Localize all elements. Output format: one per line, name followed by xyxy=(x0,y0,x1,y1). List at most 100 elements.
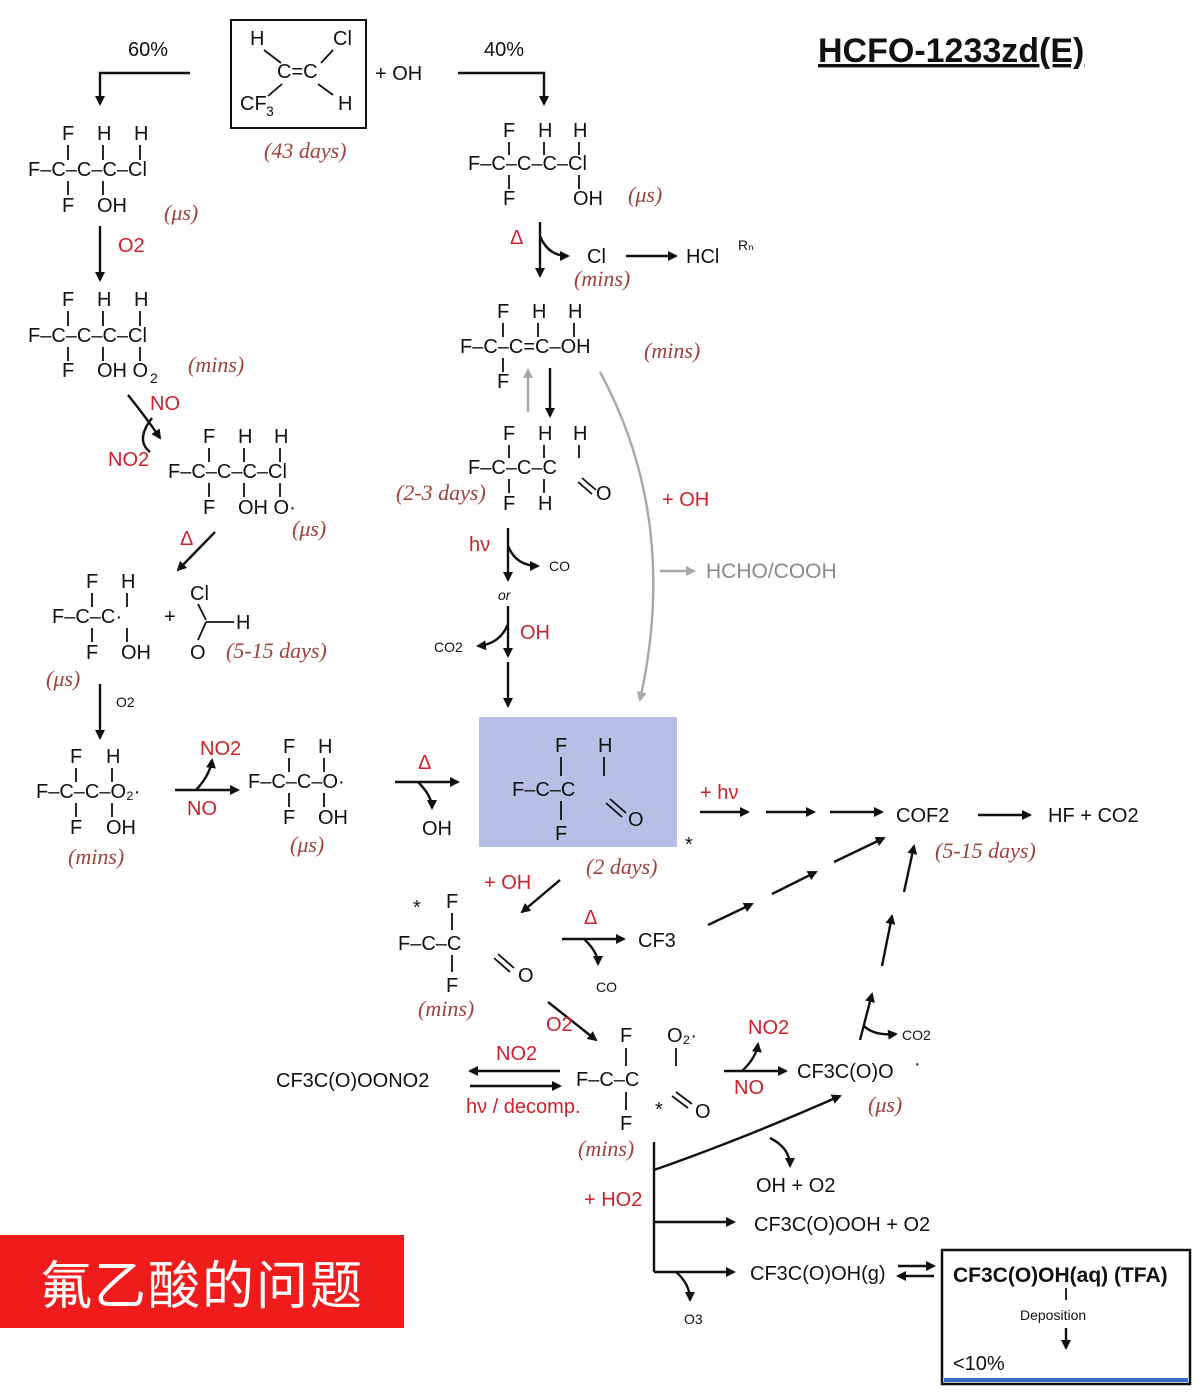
svg-text:F: F xyxy=(70,817,82,839)
svg-text:H: H xyxy=(538,120,552,142)
tfa-box-baseline xyxy=(944,1378,1188,1382)
reagent-o3: O3 xyxy=(684,1311,703,1327)
reagent-no2-left-2: NO2 xyxy=(200,738,241,760)
lifetime-right-4: (2-3 days) xyxy=(396,480,486,505)
acylperoxy-radical: F O₂· F–C–C F O * xyxy=(576,1025,711,1135)
svg-text:F: F xyxy=(62,123,74,145)
svg-text:F: F xyxy=(446,891,458,913)
lifetime-right-3: (mins) xyxy=(644,338,700,363)
arrow-ho2-to-cf3coo xyxy=(653,1094,842,1172)
tfa-fraction: <10% xyxy=(953,1353,1005,1375)
lifetime-left-5: (μs) xyxy=(46,666,80,691)
reagent-plus-ho2: + HO2 xyxy=(584,1189,642,1211)
arrow-o2-addition xyxy=(547,1001,598,1042)
reagent-no2-left: NO2 xyxy=(108,449,149,471)
branch-left-arrow xyxy=(95,71,190,106)
svg-text:F: F xyxy=(283,807,295,829)
svg-text:O: O xyxy=(628,809,644,831)
svg-text:H: H xyxy=(97,123,111,145)
arrow-enol-to-cf3cho xyxy=(598,371,655,702)
lifetime-cf3cho: (2 days) xyxy=(586,854,657,879)
arrow-right-cl-out xyxy=(538,235,570,261)
svg-text:H: H xyxy=(598,735,612,757)
svg-text:*: * xyxy=(655,1099,663,1121)
label-hcho-cooh: HCHO/COOH xyxy=(706,560,837,583)
arrow-cf3-1 xyxy=(707,902,754,927)
reagent-co2-center: CO2 xyxy=(902,1027,931,1043)
lifetime-start: (43 days) xyxy=(264,138,346,163)
lifetime-right-1: (μs) xyxy=(628,182,662,207)
arrow-oh-o2-out xyxy=(769,1136,795,1168)
reagent-cl: Cl xyxy=(587,246,606,268)
product-pan: CF3C(O)OONO2 xyxy=(276,1070,429,1092)
arrow-o3-out xyxy=(675,1271,695,1302)
reagent-plus-oh-right: + OH xyxy=(662,489,709,511)
reagent-delta-left: Δ xyxy=(180,528,193,550)
arrow-co2-out xyxy=(476,623,510,651)
banner: 氟乙酸的问题 xyxy=(0,1235,404,1328)
svg-text:F: F xyxy=(620,1113,632,1135)
product-cf3: CF3 xyxy=(638,930,676,952)
reagent-plus-hv: + hν xyxy=(700,782,738,804)
reagent-co2-right: CO2 xyxy=(434,639,463,655)
svg-text:F–C–C: F–C–C xyxy=(512,779,575,801)
svg-text:O: O xyxy=(190,642,206,664)
svg-text:H: H xyxy=(538,423,552,445)
arrow-oh-attack xyxy=(520,879,561,914)
arrow-acyl-co-out xyxy=(583,938,603,966)
reagent-co-right: CO xyxy=(549,558,570,574)
lifetime-left-1: (μs) xyxy=(164,200,198,225)
reagent-o2-left: O2 xyxy=(118,235,145,257)
svg-text:OH: OH xyxy=(121,642,151,664)
svg-text:F–C–C–C–Cl: F–C–C–C–Cl xyxy=(468,153,587,175)
reagent-hv: hν xyxy=(469,534,490,556)
svg-text:H: H xyxy=(238,426,252,448)
svg-text:OH: OH xyxy=(318,807,348,829)
svg-text:H: H xyxy=(134,123,148,145)
svg-text:F–C–C–C–Cl: F–C–C–C–Cl xyxy=(28,159,147,181)
svg-text:O₂·: O₂· xyxy=(667,1025,697,1047)
arrow-left-no xyxy=(127,394,162,440)
svg-text:O: O xyxy=(596,483,612,505)
arrow-left-no-side xyxy=(141,417,153,453)
arrow-left-no2-out xyxy=(195,758,216,791)
reagent-rn: Rₙ xyxy=(738,237,754,253)
svg-text:H: H xyxy=(573,120,587,142)
svg-text:F–C–C–C–Cl: F–C–C–C–Cl xyxy=(168,461,287,483)
lifetime-left-6: (mins) xyxy=(68,844,124,869)
svg-text:CF: CF xyxy=(240,93,267,115)
svg-text:H: H xyxy=(538,493,552,515)
arrow-cf3-3 xyxy=(833,836,886,864)
svg-text:H: H xyxy=(318,736,332,758)
arrow-cf3-2 xyxy=(771,870,818,896)
svg-text:H: H xyxy=(106,746,120,768)
svg-text:H: H xyxy=(121,571,135,593)
svg-text:OH: OH xyxy=(573,188,603,210)
svg-text:F: F xyxy=(86,571,98,593)
svg-text:OH O: OH O xyxy=(97,360,148,382)
reagent-delta-acyl: Δ xyxy=(584,907,597,929)
product-cf3coo: CF3C(O)O xyxy=(797,1061,894,1083)
tfa-box xyxy=(940,1248,1192,1386)
start-molecule-box xyxy=(230,19,367,129)
svg-text:F–C–C–O·: F–C–C–O· xyxy=(248,771,345,793)
svg-text:H: H xyxy=(250,28,264,50)
lifetime-left-2: (mins) xyxy=(188,352,244,377)
svg-text:H: H xyxy=(338,93,352,115)
svg-text:*: * xyxy=(413,897,421,919)
svg-text:F–C–C: F–C–C xyxy=(576,1069,639,1091)
svg-text:H: H xyxy=(236,612,250,634)
cf3cho-highlight xyxy=(479,717,677,847)
tfa-deposition: Deposition xyxy=(1020,1307,1086,1323)
svg-text:F: F xyxy=(503,493,515,515)
reagent-delta-right: Δ xyxy=(510,227,523,249)
arrow-cf3coo-up xyxy=(858,992,875,1041)
diagram-title: HCFO-1233zd(E) xyxy=(818,32,1084,70)
